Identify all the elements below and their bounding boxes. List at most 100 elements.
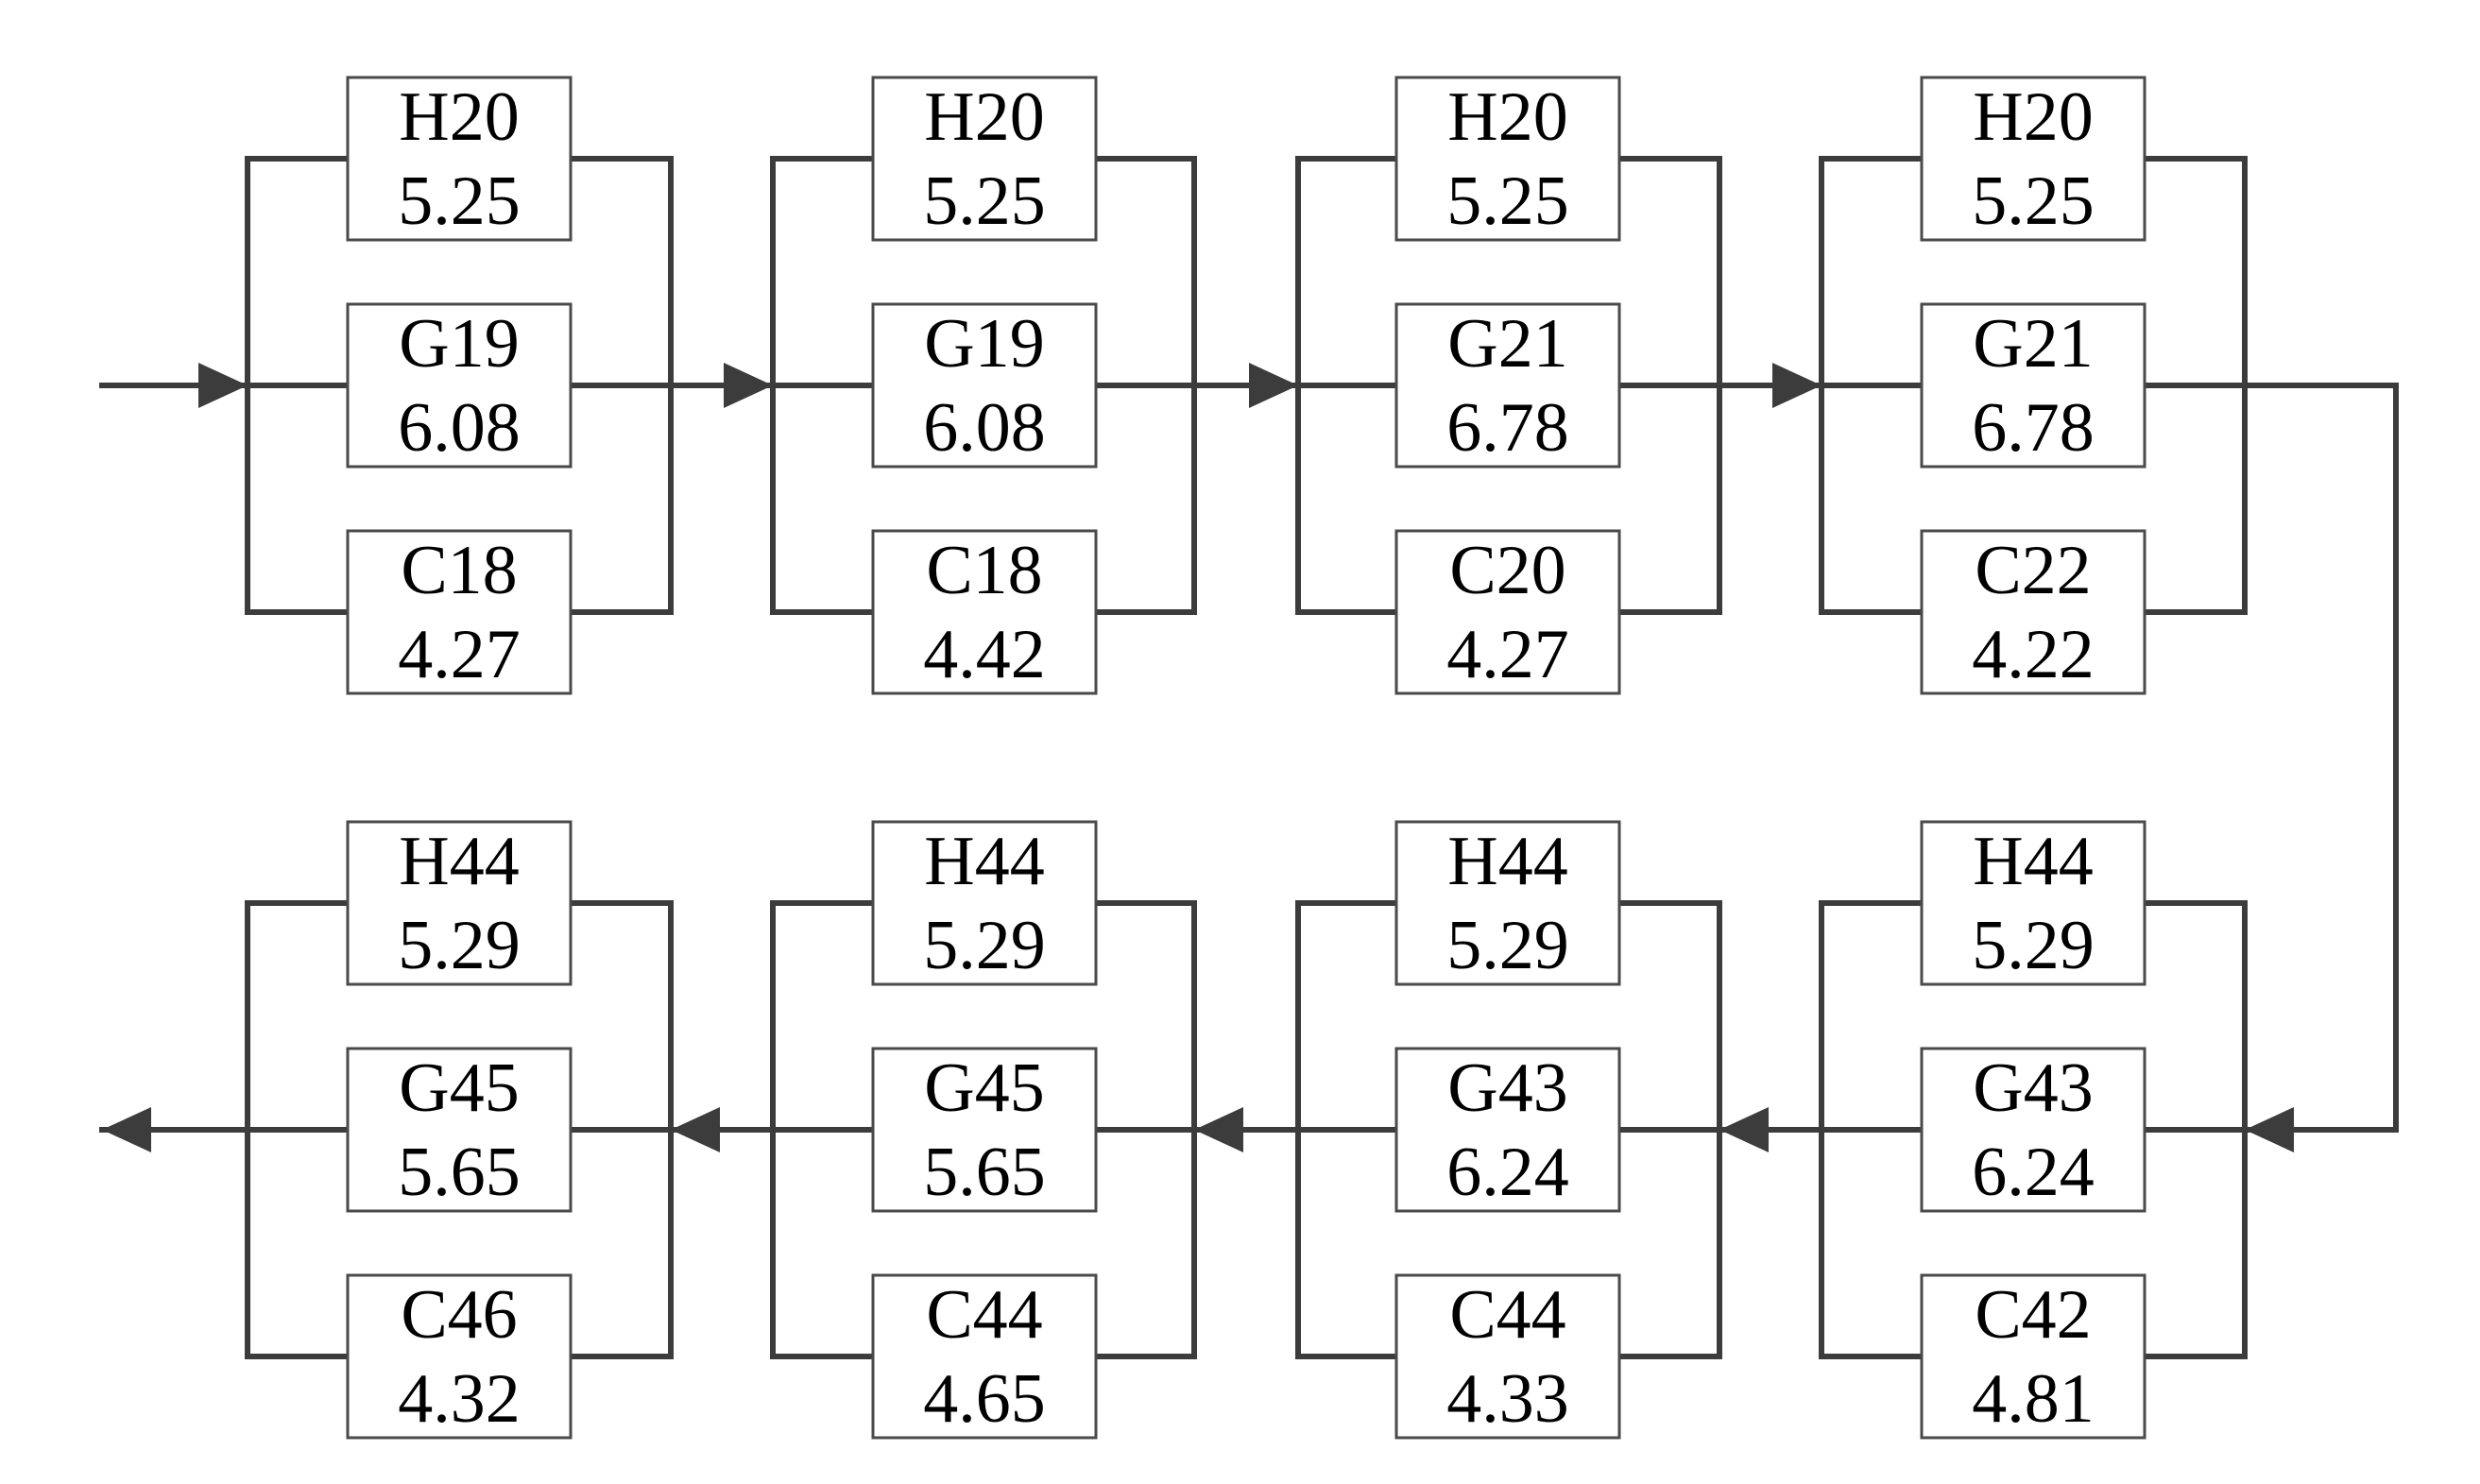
arrow-bottom-3 — [1719, 1107, 1769, 1152]
unit-box — [346, 820, 573, 986]
unit-name-label: G21 — [1973, 305, 2093, 383]
unit-name-label: G21 — [1447, 305, 1567, 383]
unit-value-label: 5.29 — [398, 907, 521, 984]
unit-box — [1394, 1273, 1621, 1440]
arrow-into-stage-5 — [2245, 1107, 2294, 1152]
unit-box — [346, 302, 573, 469]
unit-name-label: C44 — [926, 1276, 1042, 1354]
unit-name-label: H20 — [1447, 78, 1567, 156]
unit-value-label: 4.33 — [1446, 1360, 1569, 1438]
unit-box — [871, 529, 1098, 695]
unit-name-label: C18 — [926, 532, 1042, 609]
unit-name-label: C42 — [1975, 1276, 2091, 1354]
unit-value-label: 5.29 — [923, 907, 1046, 984]
unit-box — [871, 1047, 1098, 1213]
unit-box — [1394, 529, 1621, 695]
unit-value-label: 6.08 — [923, 389, 1046, 467]
unit-name-label: C46 — [401, 1276, 517, 1354]
unit-box — [1394, 1047, 1621, 1213]
unit-box — [346, 1047, 573, 1213]
unit-name-label: H20 — [1973, 78, 2093, 156]
unit-value-label: 6.78 — [1972, 389, 2095, 467]
unit-value-label: 4.32 — [398, 1360, 521, 1438]
unit-name-label: C44 — [1449, 1276, 1565, 1354]
output-arrow — [102, 1107, 151, 1152]
unit-value-label: 5.25 — [923, 162, 1046, 240]
unit-name-label: H20 — [924, 78, 1044, 156]
unit-name-label: H44 — [924, 823, 1044, 900]
unit-box — [1394, 76, 1621, 242]
unit-box — [871, 302, 1098, 469]
unit-value-label: 4.42 — [923, 616, 1046, 693]
unit-value-label: 4.65 — [923, 1360, 1046, 1438]
unit-box — [346, 1273, 573, 1440]
arrow-into-stage-3 — [1249, 363, 1298, 408]
unit-value-label: 5.29 — [1446, 907, 1569, 984]
unit-value-label: 6.24 — [1972, 1134, 2095, 1211]
unit-box — [871, 1273, 1098, 1440]
unit-box — [1920, 1273, 2146, 1440]
unit-value-label: 5.65 — [398, 1134, 521, 1211]
unit-box — [1920, 529, 2146, 695]
unit-value-label: 5.25 — [398, 162, 521, 240]
arrow-bottom-1 — [671, 1107, 720, 1152]
unit-value-label: 6.08 — [398, 389, 521, 467]
unit-box — [1394, 820, 1621, 986]
unit-name-label: H44 — [1973, 823, 2093, 900]
unit-box — [346, 529, 573, 695]
unit-name-label: G45 — [399, 1049, 519, 1127]
unit-value-label: 6.24 — [1446, 1134, 1569, 1211]
unit-box — [871, 76, 1098, 242]
unit-box — [1920, 302, 2146, 469]
input-arrow — [198, 363, 248, 408]
unit-value-label: 5.29 — [1972, 907, 2095, 984]
unit-value-label: 6.78 — [1446, 389, 1569, 467]
unit-name-label: C20 — [1449, 532, 1565, 609]
unit-name-label: H20 — [399, 78, 519, 156]
unit-box — [346, 76, 573, 242]
unit-name-label: C22 — [1975, 532, 2091, 609]
unit-value-label: 4.27 — [1446, 616, 1569, 693]
unit-value-label: 5.65 — [923, 1134, 1046, 1211]
unit-name-label: H44 — [399, 823, 519, 900]
unit-name-label: G43 — [1447, 1049, 1567, 1127]
unit-value-label: 4.22 — [1972, 616, 2095, 693]
arrow-bottom-2 — [1194, 1107, 1243, 1152]
flow-arrows — [102, 363, 2294, 1152]
unit-box — [871, 820, 1098, 986]
unit-name-label: G19 — [399, 305, 519, 383]
unit-value-label: 4.27 — [398, 616, 521, 693]
arrow-into-stage-2 — [724, 363, 773, 408]
unit-name-label: G19 — [924, 305, 1044, 383]
unit-box — [1920, 820, 2146, 986]
unit-name-label: H44 — [1447, 823, 1567, 900]
unit-value-label: 4.81 — [1972, 1360, 2095, 1438]
unit-name-label: C18 — [401, 532, 517, 609]
unit-name-label: G45 — [924, 1049, 1044, 1127]
unit-value-label: 5.25 — [1446, 162, 1569, 240]
